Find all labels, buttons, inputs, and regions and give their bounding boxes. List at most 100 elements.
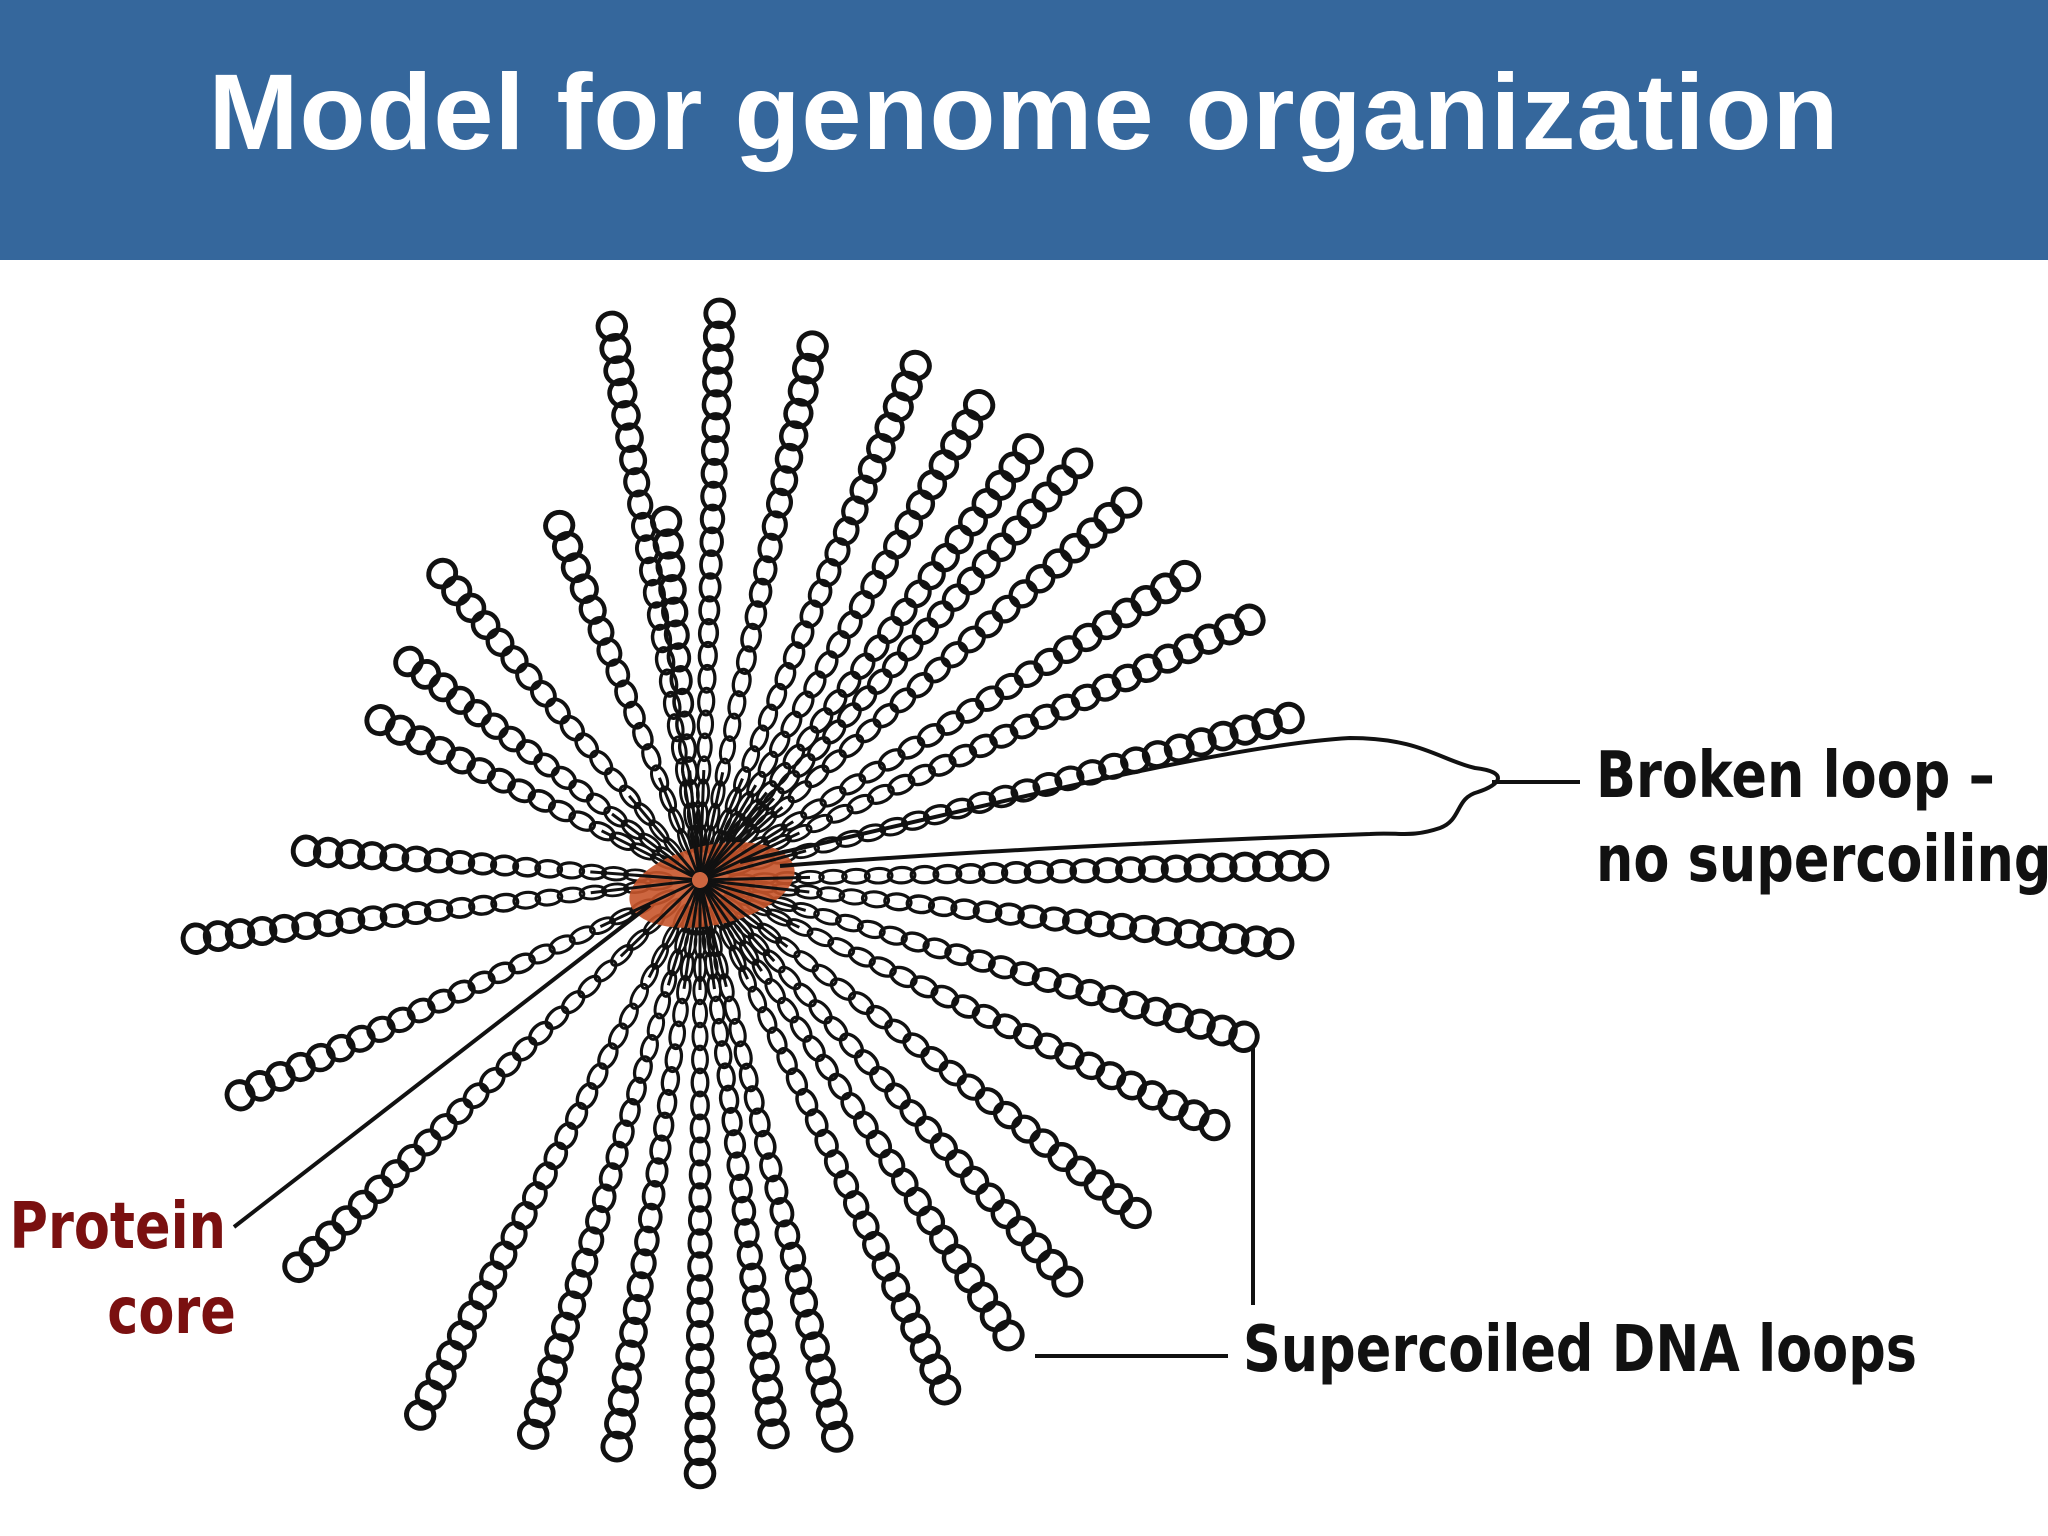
coil-ring xyxy=(951,409,984,441)
coil-ring xyxy=(804,1108,829,1138)
coil-ring xyxy=(697,640,718,671)
coil-ring xyxy=(686,1274,714,1305)
coil-ring xyxy=(764,1174,789,1205)
coil-ring xyxy=(1157,1089,1189,1121)
coil-ring xyxy=(811,963,838,987)
coil-ring xyxy=(856,919,886,940)
coil-ring xyxy=(357,905,388,932)
coil-ring xyxy=(468,1280,498,1311)
core-strand xyxy=(628,794,696,875)
coil-ring xyxy=(899,349,932,381)
coil-ring xyxy=(806,927,835,948)
coil-ring xyxy=(891,370,923,402)
coil-ring xyxy=(757,1006,778,1034)
core-strand xyxy=(704,884,776,963)
coil-ring xyxy=(852,1210,880,1241)
coil-ring xyxy=(685,1342,715,1375)
coil-ring xyxy=(1061,447,1094,480)
coil-ring xyxy=(568,810,597,832)
coil-ring xyxy=(780,710,803,739)
dna-loop xyxy=(404,903,690,1431)
coil-ring xyxy=(672,687,695,718)
coil-ring xyxy=(926,600,955,629)
coil-ring xyxy=(754,1129,777,1160)
coil-ring xyxy=(1033,1032,1064,1060)
coil-ring xyxy=(690,1090,710,1121)
coil-ring xyxy=(596,637,623,667)
coil-ring xyxy=(468,894,498,916)
coil-ring xyxy=(578,594,607,625)
coil-ring xyxy=(1151,916,1183,946)
coil-ring xyxy=(903,1186,932,1217)
coil-ring xyxy=(523,1397,556,1429)
coil-ring xyxy=(931,542,960,573)
coil-ring xyxy=(282,1251,314,1284)
coil-ring xyxy=(726,1151,750,1181)
coil-ring xyxy=(532,1161,558,1191)
coil-ring xyxy=(966,949,996,973)
coil-ring xyxy=(1046,859,1078,884)
dna-loop xyxy=(725,884,1260,1054)
coil-ring xyxy=(1110,486,1143,519)
coil-ring xyxy=(991,594,1021,624)
coil-ring xyxy=(990,1198,1021,1230)
coil-ring xyxy=(560,990,586,1015)
coil-ring xyxy=(1130,584,1162,617)
coil-ring xyxy=(849,474,878,505)
coil-ring xyxy=(1017,904,1048,929)
coil-ring xyxy=(660,1066,681,1096)
coil-ring xyxy=(909,1333,941,1365)
coil-ring xyxy=(1095,1061,1127,1091)
coil-ring xyxy=(1062,908,1093,935)
coil-ring xyxy=(615,422,644,453)
coil-ring xyxy=(792,352,824,385)
protein-core-pointer xyxy=(232,903,652,1229)
coil-ring xyxy=(688,1182,712,1213)
genome-diagram xyxy=(180,297,1580,1490)
coil-ring xyxy=(556,861,586,880)
coil-ring xyxy=(922,937,952,960)
coil-ring xyxy=(690,1067,710,1098)
coil-ring xyxy=(700,434,729,466)
coil-ring xyxy=(528,1020,554,1046)
coil-ring xyxy=(731,1195,757,1226)
coil-ring xyxy=(1059,532,1091,564)
coil-ring xyxy=(605,1140,629,1170)
coil-ring xyxy=(711,1017,729,1047)
coil-ring xyxy=(1012,433,1045,465)
coil-ring xyxy=(490,854,520,877)
coil-ring xyxy=(591,1183,617,1214)
coil-ring xyxy=(832,516,860,546)
coil-ring xyxy=(820,1420,854,1453)
coil-ring xyxy=(783,397,814,430)
coil-ring xyxy=(836,670,862,698)
coil-ring xyxy=(629,982,650,1010)
coil-ring xyxy=(313,909,344,938)
coil-ring xyxy=(685,1320,715,1351)
coil-ring xyxy=(960,1165,990,1196)
coil-ring xyxy=(598,1162,623,1192)
coil-ring xyxy=(906,671,934,699)
coil-ring xyxy=(619,1098,641,1127)
coil-ring xyxy=(445,850,476,875)
dna-loop xyxy=(600,906,701,1463)
coil-ring xyxy=(749,724,770,753)
coil-ring xyxy=(202,920,234,952)
dna-loop xyxy=(726,878,1295,961)
coil-ring xyxy=(702,343,734,375)
coil-ring xyxy=(766,1026,788,1055)
coil-ring xyxy=(1218,923,1250,955)
coil-ring xyxy=(838,733,865,759)
coil-ring xyxy=(813,836,843,854)
coil-ring xyxy=(285,1051,316,1083)
coil-ring xyxy=(291,911,322,941)
coil-ring xyxy=(723,1129,747,1159)
coil-ring xyxy=(445,685,476,715)
coil-ring xyxy=(889,965,918,989)
coil-ring xyxy=(666,713,685,743)
coil-ring xyxy=(776,1047,798,1076)
coil-ring xyxy=(1009,961,1040,987)
core-strand xyxy=(703,885,763,972)
coil-ring xyxy=(860,569,887,600)
coil-ring xyxy=(1111,663,1142,693)
